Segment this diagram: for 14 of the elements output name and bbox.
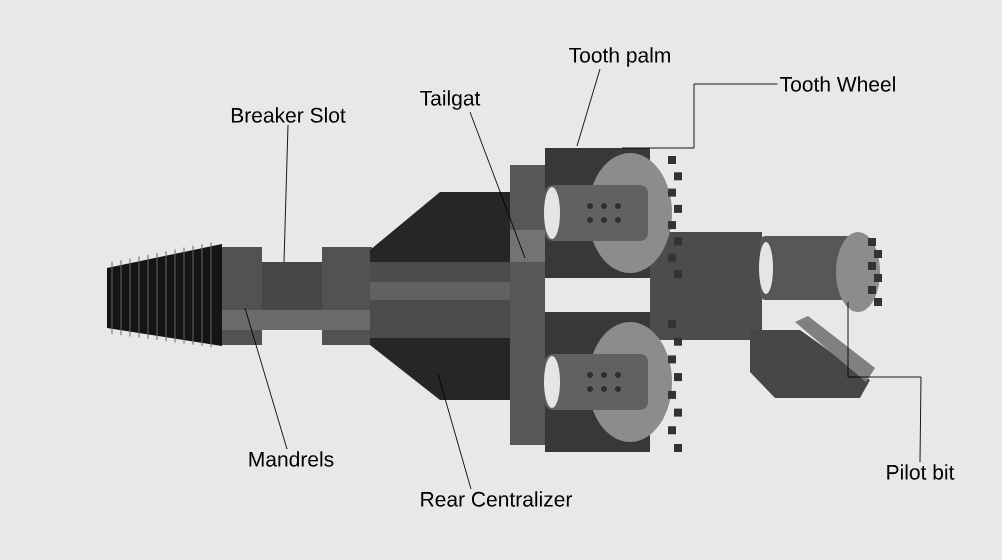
leader-line [469,111,526,259]
leader-line [244,307,288,450]
part-label: Tooth palm [569,47,670,67]
part-label: Tooth Wheel [780,76,895,92]
leader-line [437,373,472,490]
part-label: Pilot bit [887,464,955,480]
part-label: Mandrels [249,451,334,467]
leader-line [847,301,922,463]
leader-line [576,68,601,147]
part-label: Rear Centralizer [421,491,573,507]
leader-line [621,83,778,149]
part-label: Tailgat [420,90,481,110]
leader-line [283,124,289,263]
part-label: Breaker Slot [231,107,346,123]
